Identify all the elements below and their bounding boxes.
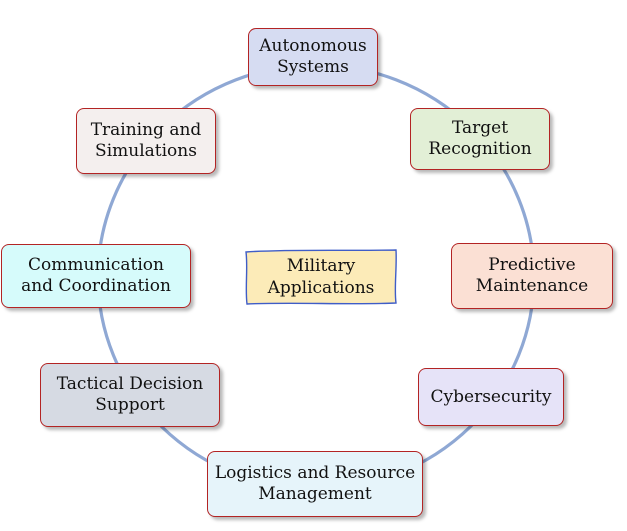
node-training-and-simulations: Training and Simulations [76,108,216,174]
node-label-line2: and Coordination [21,276,171,296]
center-box-outline [245,249,397,305]
node-label-line1: Logistics and Resource [214,463,416,483]
node-label-line2: Maintenance [475,276,589,296]
node-label-line1: Cybersecurity [430,386,552,407]
node-label-line2: Simulations [95,141,197,161]
node-predictive-maintenance: Predictive Maintenance [451,243,613,309]
node-label-line1: Target [451,118,509,138]
node-target-recognition: Target Recognition [410,108,550,170]
node-tactical-decision-support: Tactical Decision Support [40,363,220,427]
node-label-line1: Communication [28,255,164,275]
node-label-line1: Tactical Decision [56,374,204,394]
center-label: Military Applications [268,255,375,299]
node-logistics-and-resource-management: Logistics and Resource Management [207,451,423,517]
node-label-line1: Training and [90,120,202,140]
node-label-line2: Support [95,395,165,415]
center-node: Military Applications [244,248,398,306]
node-label-line2: Systems [277,57,349,77]
node-communication-and-coordination: Communication and Coordination [1,244,191,308]
node-label-line1: Autonomous [259,36,367,56]
center-label-line1: Military [286,256,356,276]
node-label-line2: Recognition [428,139,532,159]
node-label-line1: Predictive [488,255,576,275]
center-label-line2: Applications [267,278,375,298]
node-autonomous-systems: Autonomous Systems [248,28,378,86]
node-cybersecurity: Cybersecurity [418,368,564,426]
center-box [245,249,397,305]
node-label-line2: Management [258,484,372,504]
